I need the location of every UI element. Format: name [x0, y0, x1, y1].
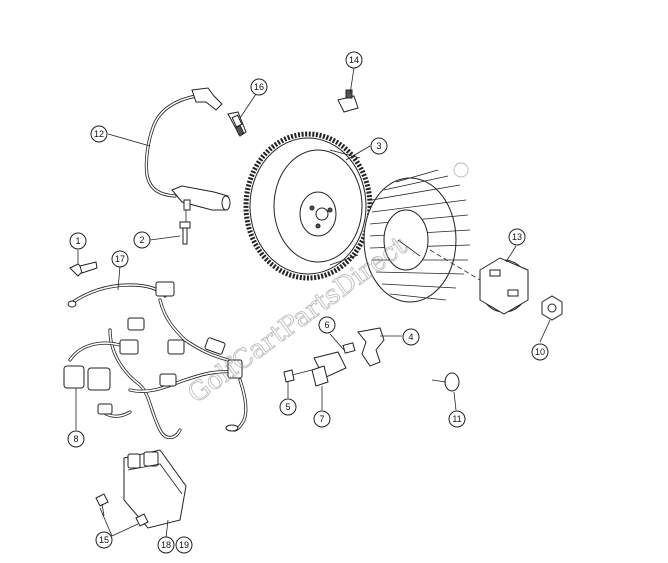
bolt-part-1: [69, 261, 98, 277]
callout-label: 11: [452, 414, 461, 424]
bolt-part-2: [179, 221, 191, 245]
clip-part-14: [337, 89, 359, 113]
callout-label: 4: [408, 332, 413, 342]
callout-label: 6: [324, 320, 329, 330]
callout-3: 3: [370, 137, 388, 155]
callout-label: 18: [161, 540, 171, 550]
callout-label: 14: [349, 55, 359, 65]
wiring-harness: [63, 281, 248, 440]
leader-lines: [75, 67, 551, 539]
callout-10: 10: [531, 343, 549, 361]
callout-label: 8: [73, 434, 78, 444]
control-module: [123, 449, 187, 529]
callout-16: 16: [250, 78, 268, 96]
callout-13: 13: [508, 228, 526, 246]
flywheel-nut: [541, 295, 563, 321]
callout-6: 6: [318, 316, 336, 334]
callout-label: 17: [115, 254, 125, 264]
spark-plug: [227, 111, 247, 137]
starter-cup: [429, 249, 529, 315]
callout-15: 15: [95, 531, 113, 549]
callout-label: 15: [99, 535, 109, 545]
callout-19: 19: [175, 536, 193, 554]
callout-5: 5: [279, 398, 297, 416]
callout-label: 10: [535, 347, 545, 357]
callout-label: 5: [285, 402, 290, 412]
callout-2: 2: [133, 231, 151, 249]
callout-12: 12: [90, 125, 108, 143]
callout-label: 7: [319, 414, 324, 424]
callout-11: 11: [448, 410, 466, 428]
screws-part-15: [95, 493, 149, 527]
callout-label: 13: [512, 232, 522, 242]
callout-label: 2: [139, 235, 144, 245]
spark-plug-wire: [144, 87, 231, 223]
callout-8: 8: [67, 430, 85, 448]
callout-label: 1: [75, 236, 80, 246]
callout-17: 17: [111, 250, 129, 268]
callout-label: 12: [94, 129, 104, 139]
callout-14: 14: [345, 51, 363, 69]
callout-label: 16: [254, 82, 264, 92]
callout-1: 1: [69, 232, 87, 250]
callout-label: 19: [179, 540, 189, 550]
callout-4: 4: [402, 328, 420, 346]
flywheel: [243, 131, 373, 281]
cooling-fan: [363, 169, 471, 303]
callout-label: 3: [376, 141, 381, 151]
callout-18: 18: [157, 536, 175, 554]
callout-7: 7: [313, 410, 331, 428]
sensor-bracket-group: [283, 327, 385, 387]
clip-part-11: [431, 372, 460, 392]
